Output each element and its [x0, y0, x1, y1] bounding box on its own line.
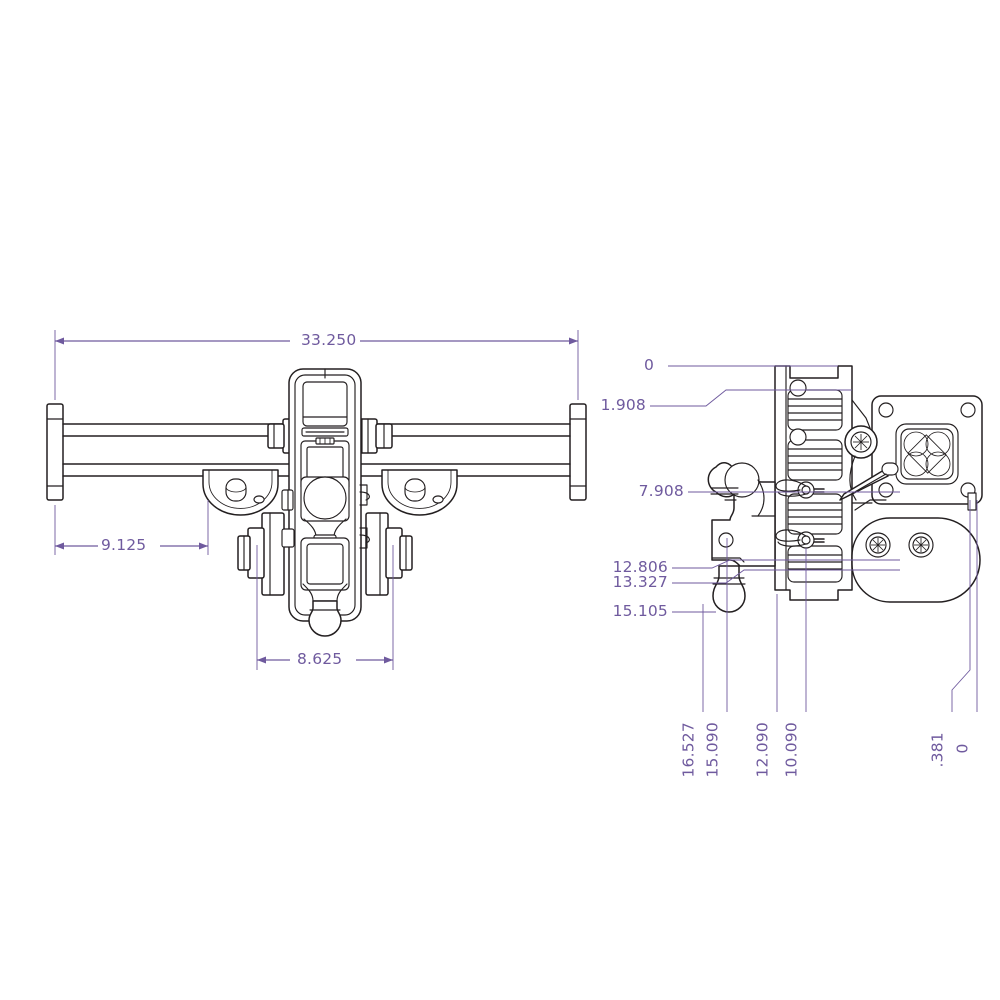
ordinate-13-327: 13.327	[612, 573, 668, 591]
dimension-ball-spacing: 8.625	[297, 650, 343, 668]
top-view-geometry	[46, 368, 587, 637]
ordinate-15-105: 15.105	[612, 602, 668, 620]
left-semicircular-bracket	[202, 469, 279, 516]
ordinate-10-090: 10.090	[782, 722, 801, 778]
shank-slot-2	[787, 439, 843, 481]
ordinate-0-381: .381	[928, 732, 947, 768]
ordinate-16-527: 16.527	[679, 722, 698, 778]
cam-latch-body	[851, 499, 981, 603]
shank-slot-3	[787, 493, 843, 535]
ordinate-15-090: 15.090	[703, 722, 722, 778]
ordinate-datum-right: 0	[953, 743, 972, 754]
shank-slot-1	[787, 389, 843, 431]
ordinate-7-908: 7.908	[638, 482, 684, 500]
ordinate-datum-top: 0	[643, 356, 654, 374]
ordinate-1-908: 1.908	[600, 396, 646, 414]
dimension-left-offset: 9.125	[101, 536, 147, 554]
fastener-star-left	[871, 538, 885, 552]
left-end-plate	[46, 403, 64, 501]
fastener-star-hub	[853, 434, 869, 450]
side-view-ordinate-leaders	[650, 365, 978, 712]
right-end-plate	[569, 403, 587, 501]
ladder-shank-column	[774, 365, 853, 601]
right-stop-tab	[967, 492, 977, 511]
lower-clamp-nuts	[237, 484, 413, 596]
center-shank-body	[288, 368, 362, 637]
release-lever	[839, 462, 899, 501]
ordinate-12-090: 12.090	[753, 722, 772, 778]
shank-slot-4	[787, 545, 843, 583]
dimension-overall-width: 33.250	[301, 331, 357, 349]
lower-hitch-pin-clip	[775, 529, 825, 549]
side-view-geometry	[707, 365, 983, 613]
top-view-dimension-lines	[54, 330, 579, 670]
pivot-hub	[844, 399, 878, 501]
fastener-star-right	[914, 538, 928, 552]
ordinate-12-806: 12.806	[612, 558, 668, 576]
square-receiver-plate	[871, 395, 983, 505]
right-semicircular-bracket	[381, 469, 458, 516]
dual-hitch-ball-head	[707, 462, 776, 613]
